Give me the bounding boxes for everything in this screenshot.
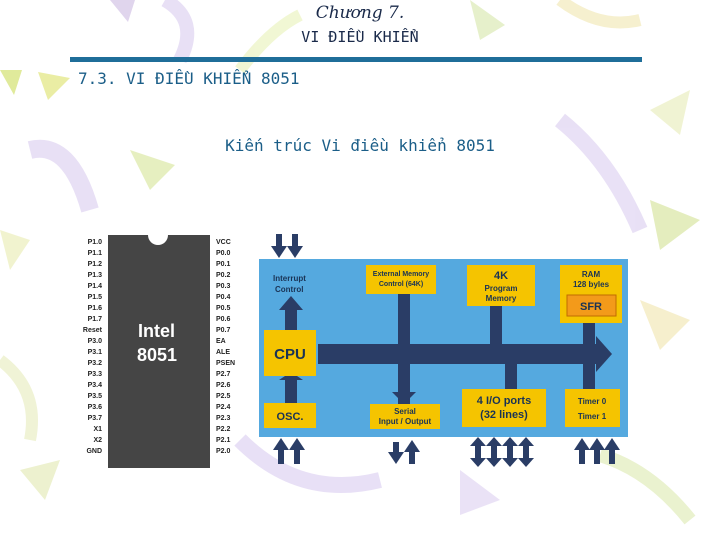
timer-input-arrows [574, 438, 620, 464]
ram-label-1: RAM [582, 270, 601, 279]
left-pin-label: X2 [93, 437, 102, 444]
interrupt-input-arrows [271, 234, 303, 258]
left-pin-label: P1.2 [88, 261, 103, 268]
slide-subtitle: Kiến trúc Vi điều khiển 8051 [225, 136, 495, 155]
chip-notch [148, 235, 168, 245]
left-pin-labels: P1.0P1.1P1.2P1.3P1.4P1.5P1.6P1.7ResetP3.… [83, 239, 103, 455]
io-ports-label-2: (32 lines) [480, 409, 528, 421]
left-pin-label: P3.4 [88, 382, 103, 389]
right-pin-label: P2.4 [216, 404, 231, 411]
serial-io-arrows [388, 440, 420, 464]
serial-block [370, 404, 440, 429]
right-pin-label: PSEN [216, 360, 235, 367]
right-pin-label: VCC [216, 239, 231, 246]
serial-label-2: Input / Output [379, 417, 432, 426]
right-pin-label: ALE [216, 349, 230, 356]
section-heading: 7.3. VI ĐIỀU KHIỂN 8051 [78, 69, 300, 88]
chapter-title: VI ĐIỀU KHIỂN [301, 28, 419, 46]
system-bus [318, 344, 596, 364]
left-pin-label: P3.0 [88, 338, 103, 345]
right-pin-label: P0.3 [216, 283, 231, 290]
right-pin-label: P2.3 [216, 415, 231, 422]
serial-label-1: Serial [394, 407, 416, 416]
chip-pinout: Intel 8051 P1.0P1.1P1.2P1.3P1.4P1.5P1.6P… [83, 235, 235, 468]
bus-link-io [505, 362, 517, 390]
left-pin-label: X1 [93, 426, 102, 433]
chapter-label: Chương 7. [315, 3, 405, 23]
right-pin-label: P0.7 [216, 327, 231, 334]
interrupt-control-label-2: Control [275, 285, 303, 294]
left-pin-label: GND [86, 448, 102, 455]
extmem-label-1: External Memory [373, 271, 430, 278]
osc-input-arrows [273, 438, 305, 464]
timer1-label: Timer 1 [578, 412, 607, 421]
left-pin-label: P1.4 [88, 283, 103, 290]
right-pin-label: P2.6 [216, 382, 231, 389]
sfr-label: SFR [580, 301, 602, 313]
bus-link-ram [583, 323, 595, 346]
chip-name-line2: 8051 [137, 345, 177, 365]
left-pin-label: P3.5 [88, 393, 103, 400]
header-divider [70, 57, 642, 62]
chip-body [108, 235, 210, 468]
bus-link-timer [583, 362, 595, 390]
osc-label: OSC. [277, 411, 304, 423]
io-ports-block [462, 389, 546, 427]
cpu-block [264, 330, 316, 376]
right-pin-label: P0.4 [216, 294, 231, 301]
extmem-label-2: Control (64K) [379, 281, 423, 288]
io-ports-label-1: 4 I/O ports [477, 395, 531, 407]
cpu-to-osc-link [285, 376, 297, 403]
left-pin-label: P3.2 [88, 360, 103, 367]
ram-label-2: 128 byles [573, 280, 610, 289]
left-pin-label: Reset [83, 327, 103, 334]
timer0-label: Timer 0 [578, 397, 607, 406]
bus-arrow-right [596, 336, 612, 372]
right-pin-label: P2.0 [216, 448, 231, 455]
timer-block [565, 389, 620, 427]
left-pin-label: P3.3 [88, 371, 103, 378]
arrow-to-serial [392, 392, 416, 404]
left-pin-label: P1.6 [88, 305, 103, 312]
bus-link-extmem [398, 294, 410, 346]
right-pin-label: P2.7 [216, 371, 231, 378]
right-pin-label: P0.6 [216, 316, 231, 323]
osc-block [264, 403, 316, 428]
right-pin-label: P0.2 [216, 272, 231, 279]
block-diagram: Interrupt Control External Memory Contro… [259, 234, 628, 467]
left-pin-label: P1.1 [88, 250, 103, 257]
right-pin-label: P0.5 [216, 305, 231, 312]
left-pin-label: P1.5 [88, 294, 103, 301]
right-pin-label: P2.2 [216, 426, 231, 433]
program-memory-label-2: Program [485, 284, 518, 293]
right-pin-label: P2.1 [216, 437, 231, 444]
arrow-to-interrupt [279, 296, 303, 310]
left-pin-label: P3.6 [88, 404, 103, 411]
right-pin-label: P2.5 [216, 393, 231, 400]
left-pin-label: P1.3 [88, 272, 103, 279]
left-pin-label: P3.1 [88, 349, 103, 356]
left-pin-label: P1.0 [88, 239, 103, 246]
program-memory-label-3: Memory [486, 294, 517, 303]
left-pin-label: P1.7 [88, 316, 103, 323]
interrupt-control-label-1: Interrupt [273, 274, 306, 283]
right-pin-labels: VCC P0.0P0.1P0.2P0.3P0.4P0.5P0.6P0.7EA ALE… [216, 239, 235, 455]
sfr-block [566, 294, 617, 317]
right-pin-label: P0.1 [216, 261, 231, 268]
right-pin-label: EA [216, 338, 226, 345]
left-pin-label: P3.7 [88, 415, 103, 422]
chip-name-line1: Intel [138, 321, 175, 341]
io-port-arrows [470, 437, 534, 467]
cpu-label: CPU [274, 346, 306, 363]
program-memory-block [467, 265, 535, 306]
extmem-block [366, 265, 436, 294]
program-memory-label-1: 4K [494, 270, 508, 282]
right-pin-label: P0.0 [216, 250, 231, 257]
bus-link-program [490, 306, 502, 346]
